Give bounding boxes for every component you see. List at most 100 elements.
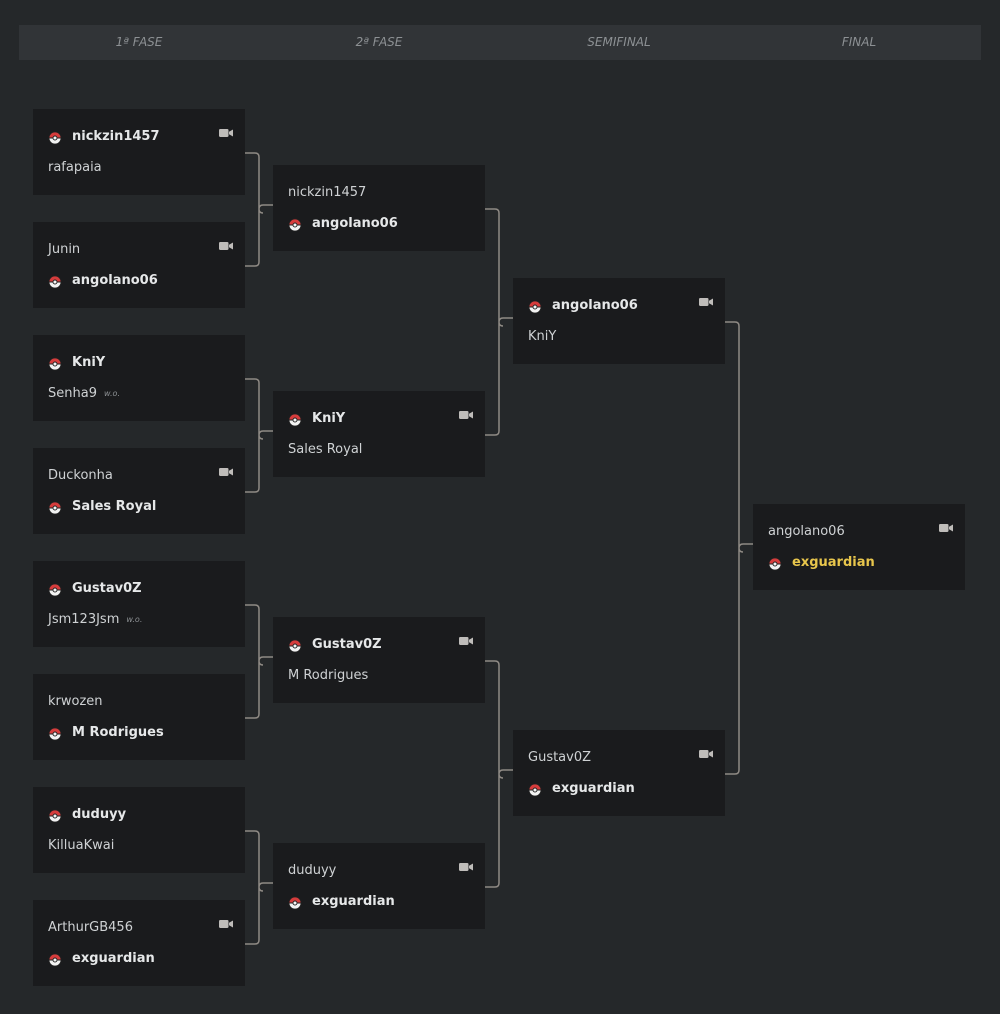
- player-name: Junin: [48, 242, 81, 257]
- pokeball-icon: [48, 274, 62, 289]
- player-slot-1[interactable]: Gustav0Z: [528, 746, 591, 770]
- video-camera-icon[interactable]: [699, 292, 713, 306]
- player-slot-1-winner[interactable]: nickzin1457: [48, 125, 160, 149]
- video-camera-icon[interactable]: [459, 631, 473, 645]
- walkover-tag: w.o.: [126, 615, 143, 624]
- connector-line: [485, 660, 513, 888]
- player-slot-2[interactable]: KniY: [528, 325, 556, 349]
- player-slot-2[interactable]: KilluaKwai: [48, 834, 114, 858]
- player-name: KilluaKwai: [48, 838, 115, 853]
- player-slot-1[interactable]: krwozen: [48, 690, 103, 714]
- player-name: krwozen: [48, 694, 103, 709]
- player-name: exguardian: [552, 781, 635, 796]
- round2-match-2[interactable]: KniY Sales Royal: [273, 391, 485, 477]
- player-slot-2-winner[interactable]: exguardian: [768, 551, 875, 575]
- round2-match-4[interactable]: duduyy exguardian: [273, 843, 485, 929]
- video-camera-icon[interactable]: [699, 744, 713, 758]
- round1-match-1[interactable]: nickzin1457 rafapaia: [33, 109, 245, 195]
- video-camera-icon[interactable]: [459, 405, 473, 419]
- player-slot-1[interactable]: Duckonha: [48, 464, 113, 488]
- round2-match-1[interactable]: nickzin1457 angolano06: [273, 165, 485, 251]
- pokeball-icon: [48, 500, 62, 515]
- video-camera-icon[interactable]: [939, 518, 953, 532]
- phase-label-round1: 1ª FASE: [115, 35, 163, 49]
- pokeball-icon: [288, 638, 302, 653]
- player-slot-1[interactable]: angolano06: [768, 520, 845, 544]
- video-camera-icon[interactable]: [219, 462, 233, 476]
- player-name: angolano06: [72, 273, 158, 288]
- video-camera-icon[interactable]: [219, 914, 233, 928]
- player-name: Duckonha: [48, 468, 113, 483]
- player-slot-2[interactable]: Jsm123Jsm w.o.: [48, 608, 142, 632]
- player-slot-2-winner[interactable]: exguardian: [528, 777, 635, 801]
- player-slot-1-winner[interactable]: duduyy: [48, 803, 126, 827]
- player-slot-2-winner[interactable]: angolano06: [48, 269, 158, 293]
- player-name: Senha9: [48, 386, 97, 401]
- player-slot-1[interactable]: duduyy: [288, 859, 336, 883]
- player-slot-1-winner[interactable]: angolano06: [528, 294, 638, 318]
- pokeball-icon: [48, 356, 62, 371]
- connector-line: [245, 604, 273, 719]
- pokeball-icon: [528, 299, 542, 314]
- phase-label-round2: 2ª FASE: [355, 35, 403, 49]
- pokeball-icon: [48, 952, 62, 967]
- final-match-1[interactable]: angolano06 exguardian: [753, 504, 965, 590]
- player-name: angolano06: [552, 298, 638, 313]
- player-name: Gustav0Z: [528, 750, 592, 765]
- player-slot-2-winner[interactable]: exguardian: [48, 947, 155, 971]
- player-slot-1-winner[interactable]: Gustav0Z: [48, 577, 142, 601]
- round1-match-6[interactable]: krwozen M Rodrigues: [33, 674, 245, 760]
- player-slot-1[interactable]: Junin: [48, 238, 80, 262]
- pokeball-icon: [48, 130, 62, 145]
- player-slot-2-winner[interactable]: angolano06: [288, 212, 398, 236]
- player-name: rafapaia: [48, 160, 102, 175]
- round1-match-2[interactable]: Junin angolano06: [33, 222, 245, 308]
- pokeball-icon: [288, 895, 302, 910]
- player-slot-2[interactable]: Sales Royal: [288, 438, 362, 462]
- player-slot-2[interactable]: M Rodrigues: [288, 664, 368, 688]
- phase-header: 1ª FASE 2ª FASE SEMIFINAL FINAL: [19, 25, 981, 60]
- pokeball-icon: [288, 412, 302, 427]
- round1-match-5[interactable]: Gustav0Z Jsm123Jsm w.o.: [33, 561, 245, 647]
- round2-match-3[interactable]: Gustav0Z M Rodrigues: [273, 617, 485, 703]
- pokeball-icon: [288, 217, 302, 232]
- player-slot-1-winner[interactable]: KniY: [288, 407, 345, 431]
- player-slot-1-winner[interactable]: KniY: [48, 351, 105, 375]
- connector-line: [245, 152, 273, 267]
- player-name: Gustav0Z: [72, 581, 142, 596]
- pokeball-icon: [48, 726, 62, 741]
- connector-line: [245, 378, 273, 493]
- video-camera-icon[interactable]: [219, 236, 233, 250]
- connector-line: [485, 208, 513, 436]
- player-slot-1[interactable]: ArthurGB456: [48, 916, 133, 940]
- semifinal-match-2[interactable]: Gustav0Z exguardian: [513, 730, 725, 816]
- player-name: angolano06: [768, 524, 845, 539]
- phase-label-final: FINAL: [841, 35, 877, 49]
- pokeball-icon: [48, 808, 62, 823]
- player-name: KniY: [528, 329, 557, 344]
- pokeball-icon: [48, 582, 62, 597]
- player-slot-2-winner[interactable]: Sales Royal: [48, 495, 156, 519]
- pokeball-icon: [768, 556, 782, 571]
- player-slot-2[interactable]: rafapaia: [48, 156, 102, 180]
- player-name: duduyy: [288, 863, 337, 878]
- video-camera-icon[interactable]: [219, 123, 233, 137]
- round1-match-8[interactable]: ArthurGB456 exguardian: [33, 900, 245, 986]
- player-name: Sales Royal: [72, 499, 157, 514]
- player-slot-1[interactable]: nickzin1457: [288, 181, 366, 205]
- connector-line: [725, 321, 753, 775]
- video-camera-icon[interactable]: [459, 857, 473, 871]
- player-slot-2-winner[interactable]: M Rodrigues: [48, 721, 164, 745]
- player-slot-2-winner[interactable]: exguardian: [288, 890, 395, 914]
- player-name: exguardian: [312, 894, 395, 909]
- player-name: KniY: [312, 411, 346, 426]
- player-slot-1-winner[interactable]: Gustav0Z: [288, 633, 382, 657]
- player-name: Jsm123Jsm: [48, 612, 120, 627]
- connector-line: [245, 830, 273, 945]
- phase-label-semifinal: SEMIFINAL: [587, 35, 651, 49]
